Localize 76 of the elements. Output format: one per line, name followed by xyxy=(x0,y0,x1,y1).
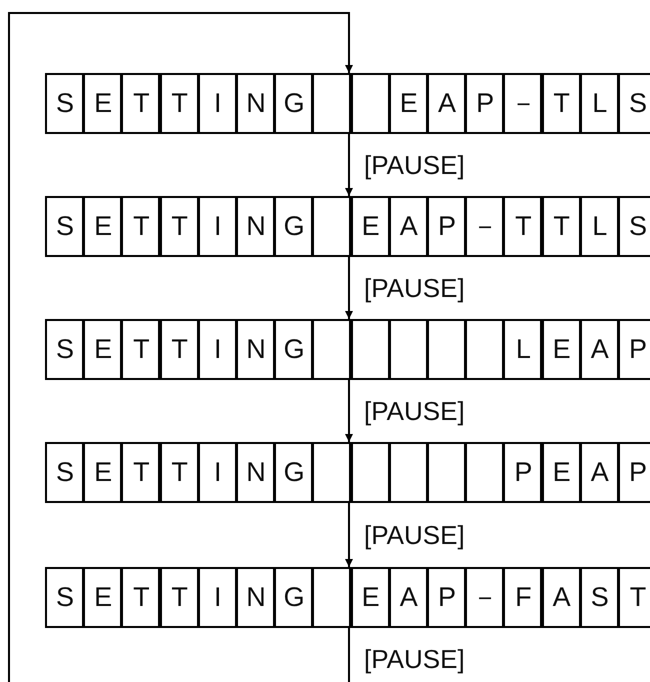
display-character: － xyxy=(470,210,500,243)
display-character: I xyxy=(213,87,223,120)
arrow xyxy=(345,503,353,567)
display-character: N xyxy=(245,581,267,614)
display-character: A xyxy=(398,210,419,243)
display-character: E xyxy=(552,333,572,366)
display-character: N xyxy=(245,210,267,243)
display-row xyxy=(45,196,650,257)
display-character: A xyxy=(590,333,610,366)
display-character: T xyxy=(552,210,571,243)
display-character: I xyxy=(213,581,223,614)
display-character: S xyxy=(54,87,75,120)
display-character: A xyxy=(590,456,610,489)
display-character: S xyxy=(54,333,75,366)
display-character: T xyxy=(552,87,571,120)
display-row xyxy=(45,442,650,503)
display-character: T xyxy=(514,210,533,243)
display-character: T xyxy=(132,581,151,614)
arrow xyxy=(345,257,353,319)
display-row xyxy=(45,567,650,628)
arrow xyxy=(345,380,353,442)
display-character: L xyxy=(514,333,532,366)
display-character: P xyxy=(436,581,457,614)
display-character: F xyxy=(514,581,533,614)
display-character: T xyxy=(132,210,151,243)
display-character: T xyxy=(170,581,189,614)
display-character: － xyxy=(508,87,538,120)
display-character: E xyxy=(360,210,381,243)
display-character: E xyxy=(360,581,381,614)
display-character: T xyxy=(170,456,189,489)
display-character: P xyxy=(475,87,496,120)
display-character: I xyxy=(213,333,223,366)
display-character: T xyxy=(170,87,189,120)
display-character: P xyxy=(436,210,457,243)
arrow xyxy=(8,12,353,682)
display-character: T xyxy=(170,333,189,366)
display-character: L xyxy=(591,87,608,120)
display-character: P xyxy=(628,456,648,489)
display-character: S xyxy=(628,87,648,120)
display-character: S xyxy=(590,581,610,614)
display-character: N xyxy=(245,87,267,120)
display-character: A xyxy=(436,87,457,120)
display-character: E xyxy=(398,87,419,120)
display-character: G xyxy=(282,333,306,366)
display-character: N xyxy=(245,333,267,366)
display-character: G xyxy=(282,581,306,614)
display-character: － xyxy=(470,581,500,614)
display-character: E xyxy=(93,87,114,120)
display-character: T xyxy=(132,456,151,489)
display-character: G xyxy=(282,456,306,489)
display-character: A xyxy=(398,581,419,614)
display-character: E xyxy=(552,456,572,489)
display-row xyxy=(45,73,650,134)
display-character: P xyxy=(628,333,648,366)
display-character: G xyxy=(282,210,306,243)
display-character: N xyxy=(245,456,267,489)
display-character: E xyxy=(93,333,114,366)
display-character: E xyxy=(93,210,114,243)
display-row xyxy=(45,319,650,380)
display-character: T xyxy=(170,210,189,243)
display-character: S xyxy=(54,581,75,614)
display-character: S xyxy=(628,210,648,243)
display-character: T xyxy=(132,87,151,120)
display-character: S xyxy=(54,456,75,489)
display-character: P xyxy=(513,456,534,489)
display-character: T xyxy=(628,581,648,614)
arrow xyxy=(345,134,353,196)
display-character: G xyxy=(282,87,306,120)
display-character: L xyxy=(591,210,608,243)
display-character: E xyxy=(93,581,114,614)
display-character: A xyxy=(552,581,572,614)
display-character: S xyxy=(54,210,75,243)
display-character: E xyxy=(93,456,114,489)
display-character: I xyxy=(213,456,223,489)
display-character: T xyxy=(132,333,151,366)
display-character: I xyxy=(213,210,223,243)
